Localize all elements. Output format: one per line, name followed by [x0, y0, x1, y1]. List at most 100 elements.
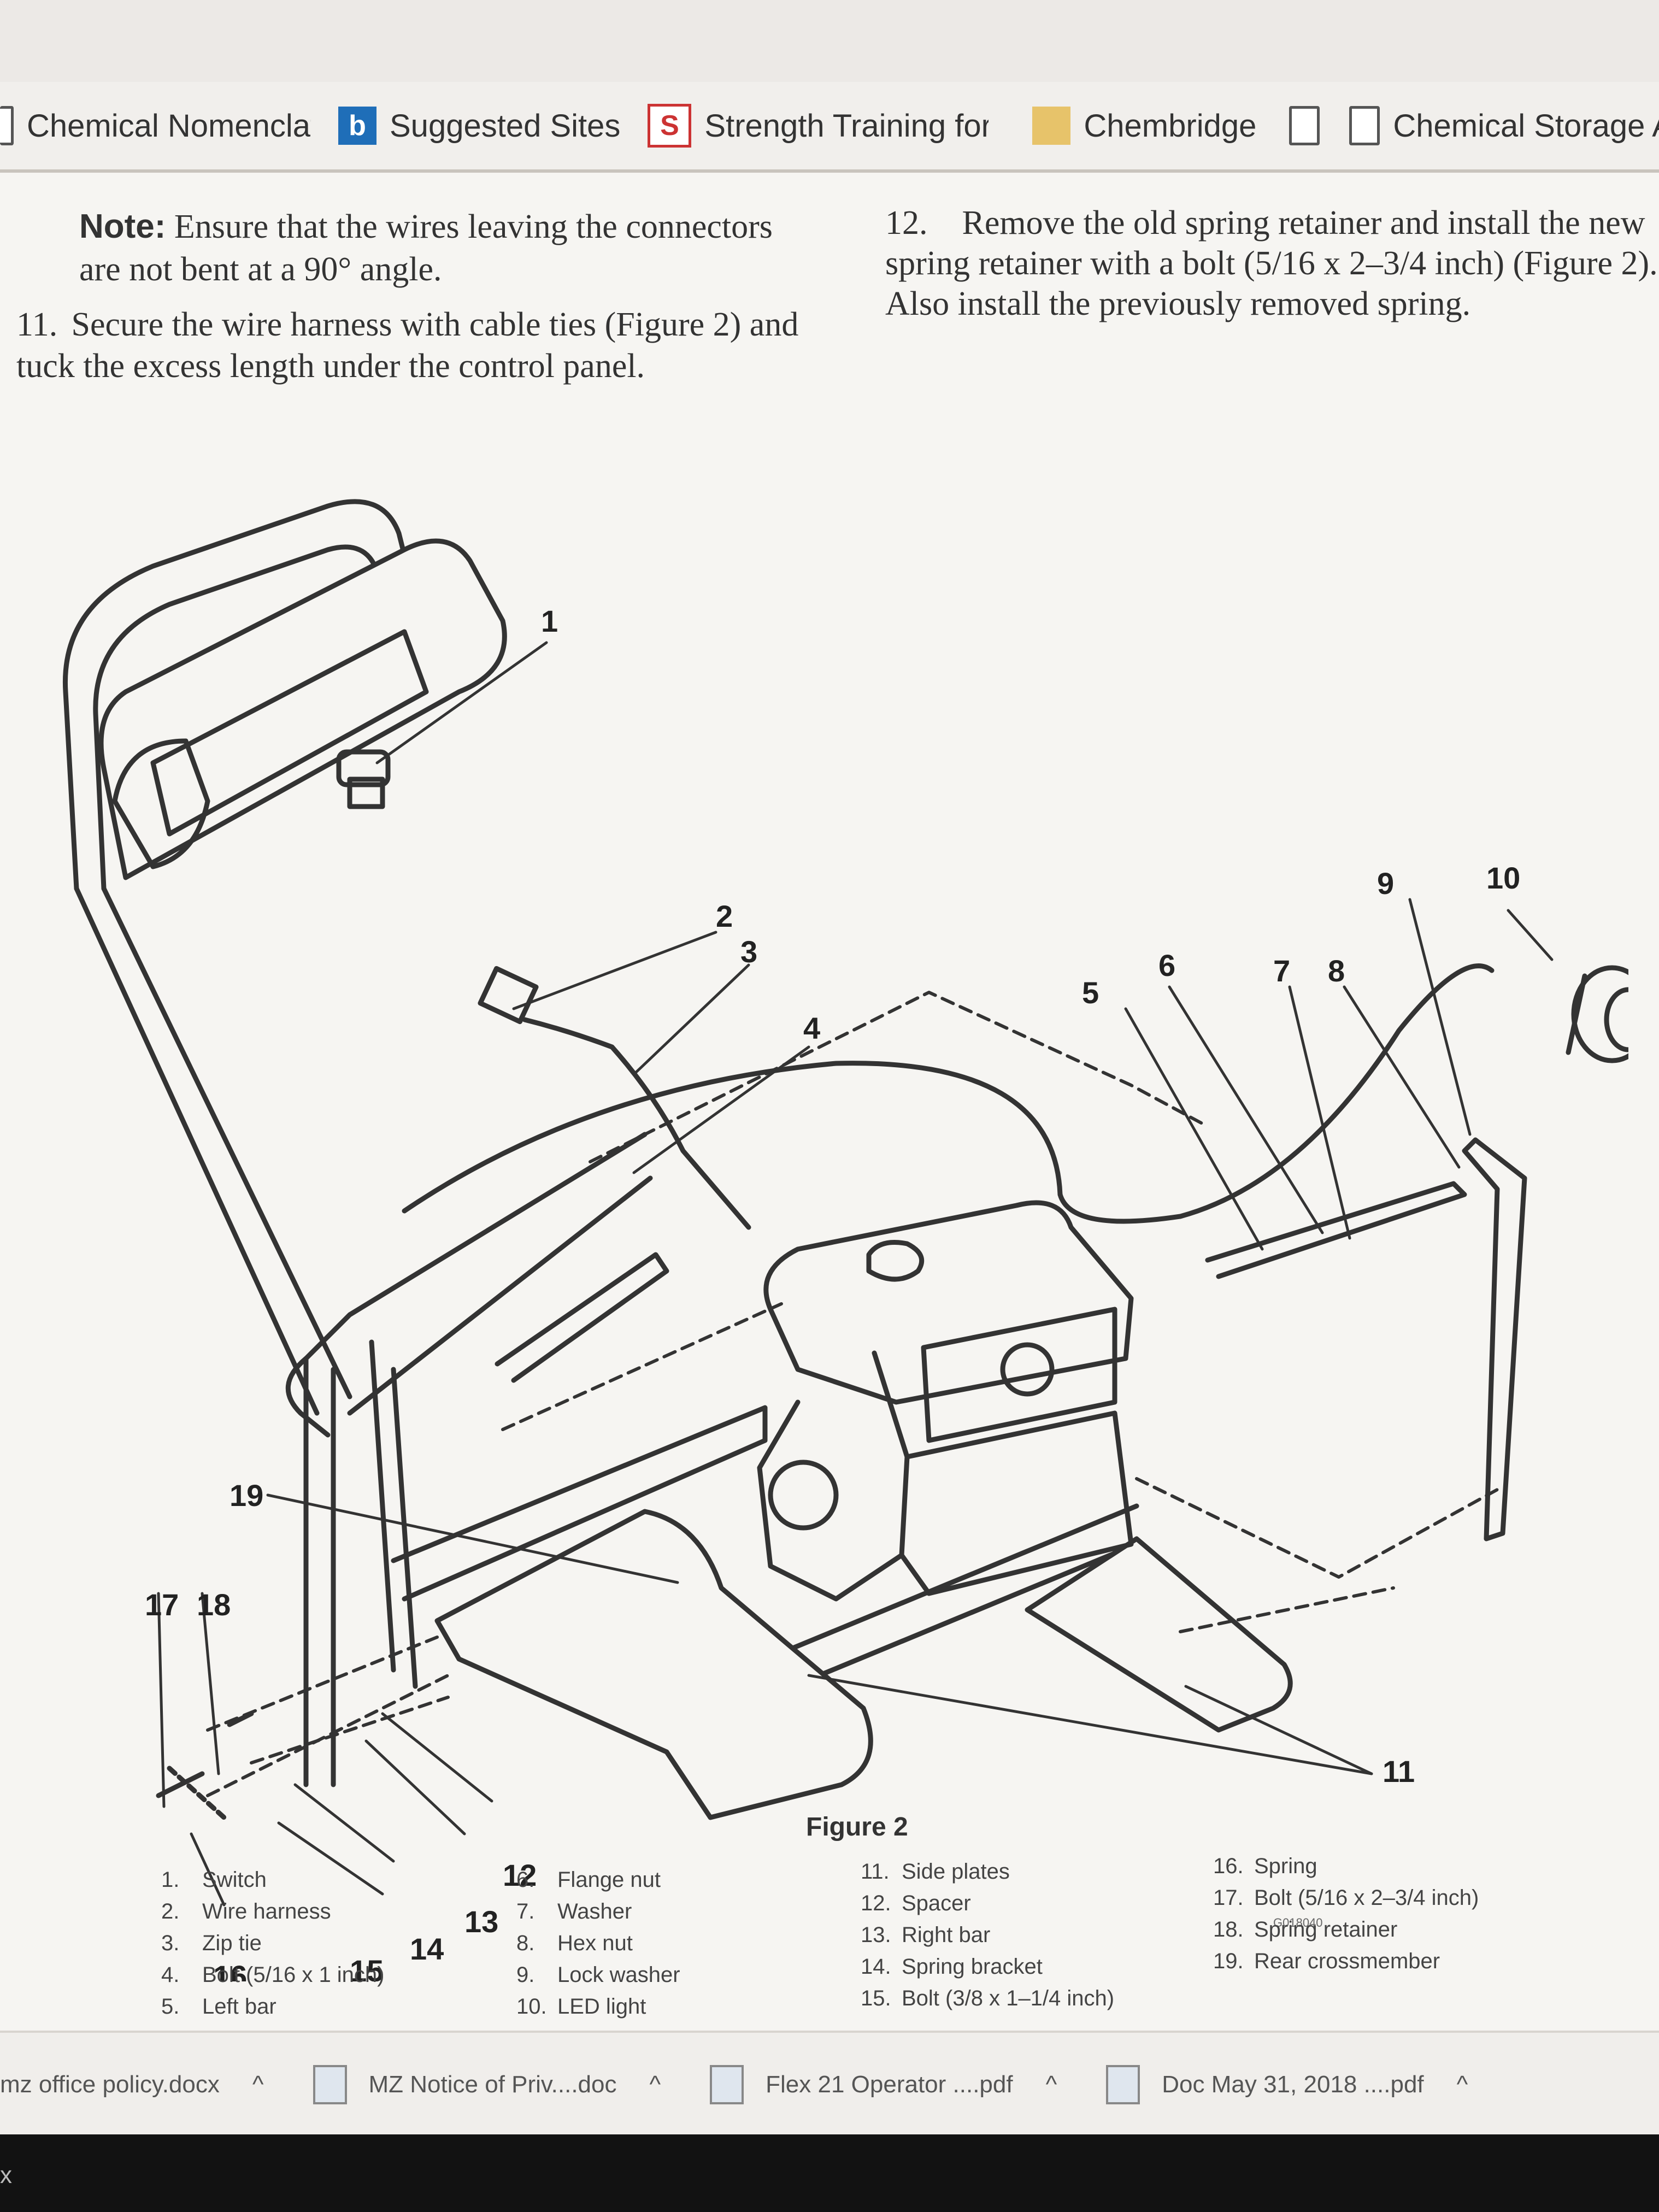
callout-2: 2 — [716, 899, 733, 933]
callout-7: 7 — [1273, 954, 1290, 988]
favorite-label: Suggested Sites — [390, 108, 621, 144]
pdf-file-icon — [1106, 2065, 1140, 2104]
callout-12: 12 — [503, 1858, 537, 1892]
pdf-file-icon — [710, 2065, 744, 2104]
legend-column-2: 6.Flange nut 7.Washer 8.Hex nut 9.Lock w… — [516, 1864, 680, 2022]
chevron-up-icon[interactable]: ^ — [1456, 2071, 1468, 2098]
callout-10: 10 — [1486, 861, 1520, 895]
step-12: 12. Remove the old spring retainer and i… — [885, 203, 1659, 324]
downloads-bar: mz office policy.docx ^ MZ Notice of Pri… — [0, 2031, 1659, 2137]
callout-6: 6 — [1158, 948, 1175, 983]
document-icon — [1289, 106, 1320, 145]
favorite-label: Chembridge — [1084, 108, 1257, 144]
legend-item: 16.Spring — [1213, 1854, 1317, 1878]
download-filename: mz office policy.docx — [0, 2071, 220, 2098]
figure-caption: Figure 2 — [806, 1813, 908, 1842]
chevron-up-icon[interactable]: ^ — [1045, 2071, 1057, 2098]
step-text: Secure the wire harness with cable ties … — [16, 306, 799, 385]
download-item[interactable]: Flex 21 Operator ....pdf ^ — [710, 2052, 1057, 2117]
callout-14: 14 — [410, 1932, 444, 1966]
callout-8: 8 — [1328, 954, 1345, 988]
step-text: Remove the old spring retainer and insta… — [885, 204, 1658, 322]
pdf-page: Note: Ensure that the wires leaving the … — [0, 173, 1659, 2031]
callout-5: 5 — [1082, 975, 1099, 1010]
legend-column-1: 1.Switch 2.Wire harness 3.Zip tie 4.Bolt… — [161, 1864, 385, 2022]
assembly-diagram: 1 2 3 4 5 6 7 8 9 10 11 12 13 14 15 16 1… — [62, 499, 1628, 1981]
document-icon — [1349, 106, 1380, 145]
chevron-up-icon[interactable]: ^ — [649, 2071, 661, 2098]
legend-item: 18.Spring retainer — [1213, 1917, 1398, 1942]
download-filename: Flex 21 Operator ....pdf — [766, 2071, 1013, 2098]
callout-1: 1 — [541, 604, 558, 638]
favorite-chemical-nomenclature[interactable]: Chemical Nomenclat — [0, 98, 311, 153]
legend-item: 6.Flange nut — [516, 1868, 661, 1892]
right-bar — [1462, 1137, 1527, 1542]
legend-item: 4.Bolt (5/16 x 1 inch) — [161, 1963, 385, 1987]
legend-item: 5.Left bar — [161, 1995, 276, 2019]
legend-item: 13.Right bar — [861, 1923, 991, 1947]
callout-18: 18 — [197, 1587, 231, 1622]
chevron-up-icon[interactable]: ^ — [252, 2071, 264, 2098]
os-taskbar: x — [0, 2134, 1659, 2212]
callout-9: 9 — [1377, 866, 1394, 901]
legend-item: 12.Spacer — [861, 1891, 971, 1915]
legend-item: 17.Bolt (5/16 x 2–3/4 inch) — [1213, 1886, 1479, 1910]
download-filename: MZ Notice of Priv....doc — [368, 2071, 617, 2098]
legend-item: 15.Bolt (3/8 x 1–1/4 inch) — [861, 1986, 1115, 2010]
callout-16: 16 — [213, 1959, 247, 1981]
figure-code: G018040 — [1273, 1916, 1323, 1929]
favorite-label: Chemical Storage Are — [1393, 108, 1659, 144]
handle-frame — [62, 499, 423, 891]
legend-item: 14.Spring bracket — [861, 1955, 1043, 1979]
favorite-chemical-storage[interactable]: Chemical Storage Are — [1349, 98, 1659, 153]
switch — [336, 749, 391, 809]
legend-item: 19.Rear crossmember — [1213, 1949, 1440, 1973]
folder-icon — [1032, 107, 1071, 145]
callout-15: 15 — [350, 1954, 384, 1981]
legend-item: 2.Wire harness — [161, 1899, 331, 1923]
callout-17: 17 — [145, 1587, 179, 1622]
legend-column-4: 16.Spring 17.Bolt (5/16 x 2–3/4 inch) 18… — [1213, 1850, 1479, 1977]
legend-item: 3.Zip tie — [161, 1931, 262, 1955]
callout-11: 11 — [1382, 1754, 1415, 1789]
favorite-chembridge[interactable]: Chembridge — [1032, 98, 1256, 153]
legend-item: 11.Side plates — [861, 1860, 1010, 1884]
legend-column-3: 11.Side plates 12.Spacer 13.Right bar 14… — [861, 1856, 1114, 2014]
taskbar-corner-label: x — [0, 2162, 12, 2189]
favorite-strength-training[interactable]: S Strength Training for — [648, 98, 989, 153]
favorite-document[interactable] — [1289, 98, 1333, 153]
favorite-label: Chemical Nomenclat — [27, 108, 311, 144]
callout-19: 19 — [230, 1478, 263, 1513]
download-item[interactable]: Doc May 31, 2018 ....pdf ^ — [1106, 2052, 1468, 2117]
window-top-area — [0, 0, 1659, 83]
favorites-bar: Chemical Nomenclat b Suggested Sites S S… — [0, 82, 1659, 173]
favorite-suggested-sites[interactable]: b Suggested Sites — [338, 98, 620, 153]
favorite-label: Strength Training for — [704, 108, 989, 144]
callout-4: 4 — [803, 1011, 820, 1045]
legend-item: 7.Washer — [516, 1899, 632, 1923]
step-number: 11. — [16, 306, 58, 343]
document-icon — [0, 106, 14, 145]
word-file-icon — [313, 2065, 347, 2104]
download-item[interactable]: MZ Notice of Priv....doc ^ — [313, 2052, 661, 2117]
step-number: 12. — [885, 204, 928, 242]
wire-harness-arc — [402, 1061, 1063, 1214]
download-item[interactable]: mz office policy.docx ^ — [0, 2052, 264, 2117]
control-panel — [98, 538, 507, 880]
side-plate-left — [434, 1509, 873, 1820]
download-filename: Doc May 31, 2018 ....pdf — [1162, 2071, 1424, 2098]
callout-13: 13 — [464, 1904, 498, 1939]
note-paragraph: Note: Ensure that the wires leaving the … — [79, 205, 811, 291]
note-label: Note: — [79, 208, 166, 245]
engine — [763, 1200, 1134, 1405]
side-plate-right — [1025, 1536, 1293, 1733]
s-logo-icon: S — [648, 104, 692, 148]
note-text: Ensure that the wires leaving the connec… — [79, 208, 773, 288]
led-light — [1566, 965, 1628, 1063]
legend-item: 1.Switch — [161, 1868, 267, 1892]
bing-icon: b — [338, 107, 376, 145]
step-11: 11. Secure the wire harness with cable t… — [16, 304, 825, 387]
left-bar — [495, 1252, 669, 1383]
legend-item: 10.LED light — [516, 1995, 646, 2019]
legend-item: 9.Lock washer — [516, 1963, 680, 1987]
